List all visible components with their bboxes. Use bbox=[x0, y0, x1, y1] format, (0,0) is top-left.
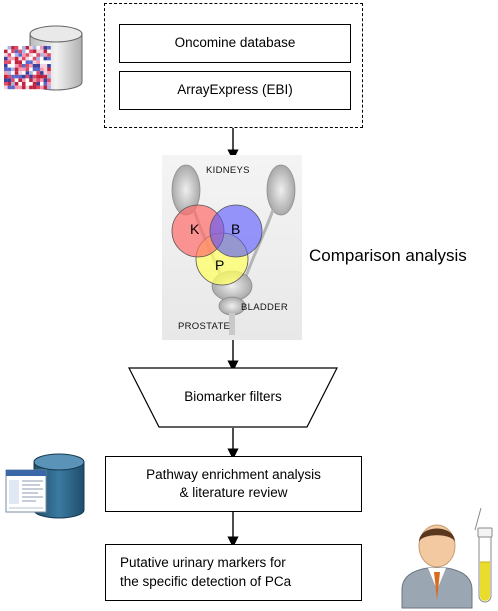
source-oncomine-box: Oncomine database bbox=[119, 24, 351, 63]
venn-diagram bbox=[171, 204, 263, 286]
urine-tube-icon bbox=[474, 507, 493, 603]
venn-letter-b: B bbox=[231, 221, 241, 237]
venn-letter-p: P bbox=[215, 257, 225, 273]
venn-circle-b bbox=[209, 204, 263, 258]
markers-line-1: Putative urinary markers for bbox=[120, 555, 286, 571]
biomarker-filters-label: Biomarker filters bbox=[184, 389, 282, 404]
doctor-icon bbox=[401, 524, 473, 609]
database-webpage-icon bbox=[5, 453, 85, 519]
markers-line-2: the specific detection of PCa bbox=[120, 573, 292, 589]
venn-letter-k: K bbox=[190, 221, 200, 237]
organ-label-kidneys: KIDNEYS bbox=[206, 165, 250, 176]
pathway-line-1: Pathway enrichment analysis bbox=[146, 466, 321, 482]
urinary-markers-box: Putative urinary markers for the specifi… bbox=[105, 544, 362, 601]
organ-label-bladder: BLADDER bbox=[241, 302, 288, 313]
source-arrayexpress-box: ArrayExpress (EBI) bbox=[119, 71, 351, 110]
data-sources-group bbox=[104, 3, 363, 128]
comparison-analysis-label: Comparison analysis bbox=[309, 246, 467, 265]
source-arrayexpress-label: ArrayExpress (EBI) bbox=[177, 82, 293, 98]
organ-label-prostate: PROSTATE bbox=[178, 321, 231, 332]
pathway-enrichment-box: Pathway enrichment analysis & literature… bbox=[105, 456, 362, 512]
pathway-line-2: & literature review bbox=[179, 485, 288, 500]
source-oncomine-label: Oncomine database bbox=[174, 35, 296, 51]
filter-shape bbox=[128, 367, 338, 428]
database-heatmap-icon bbox=[4, 25, 83, 91]
